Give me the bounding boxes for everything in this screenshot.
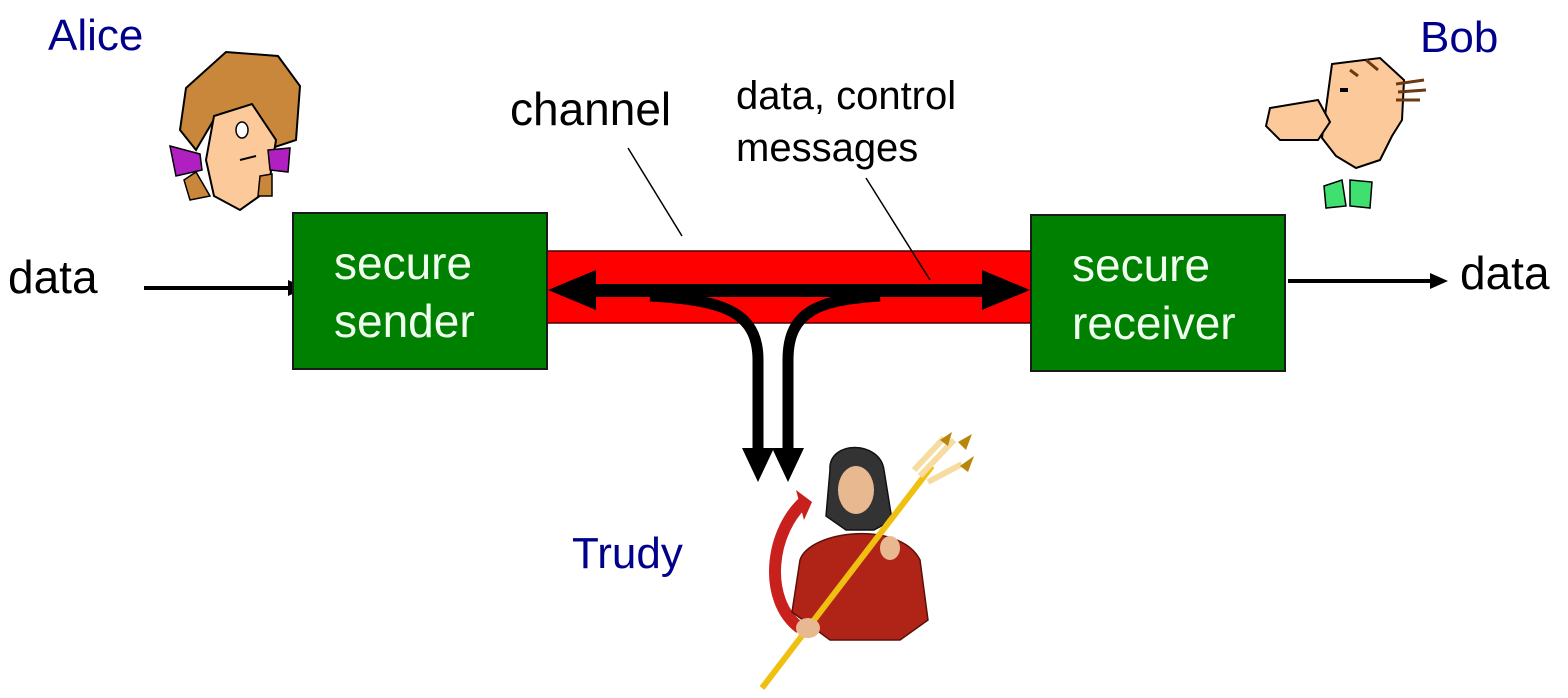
secure-sender-box: secure sender [292,212,548,370]
alice-label: Alice [48,11,144,60]
sender-line1: secure [334,237,473,289]
receiver-line1: secure [1072,239,1211,291]
messages-label-line2: messages [736,126,919,170]
input-data-label: data [8,251,98,303]
alice-icon [169,50,302,212]
arrow-head-left [742,448,774,482]
trudy-label: Trudy [572,529,683,578]
output-arrow [1288,273,1448,289]
bob-label: Bob [1420,13,1499,62]
output-data-label: data [1460,247,1550,299]
secure-receiver-box: secure receiver [1030,214,1286,372]
channel-leader-line [627,147,683,237]
channel-label: channel [510,83,672,135]
eavesdrop-arrows [649,290,881,452]
arrow-head-right [772,448,804,482]
trudy-icon [759,432,974,690]
bidirectional-message-arrow [548,270,1030,310]
messages-leader-line [865,177,931,281]
input-arrow [144,280,306,296]
messages-label-line1: data, control [736,74,957,118]
receiver-line2: receiver [1072,297,1236,349]
sender-line2: sender [334,295,475,347]
bob-icon [1264,56,1427,209]
